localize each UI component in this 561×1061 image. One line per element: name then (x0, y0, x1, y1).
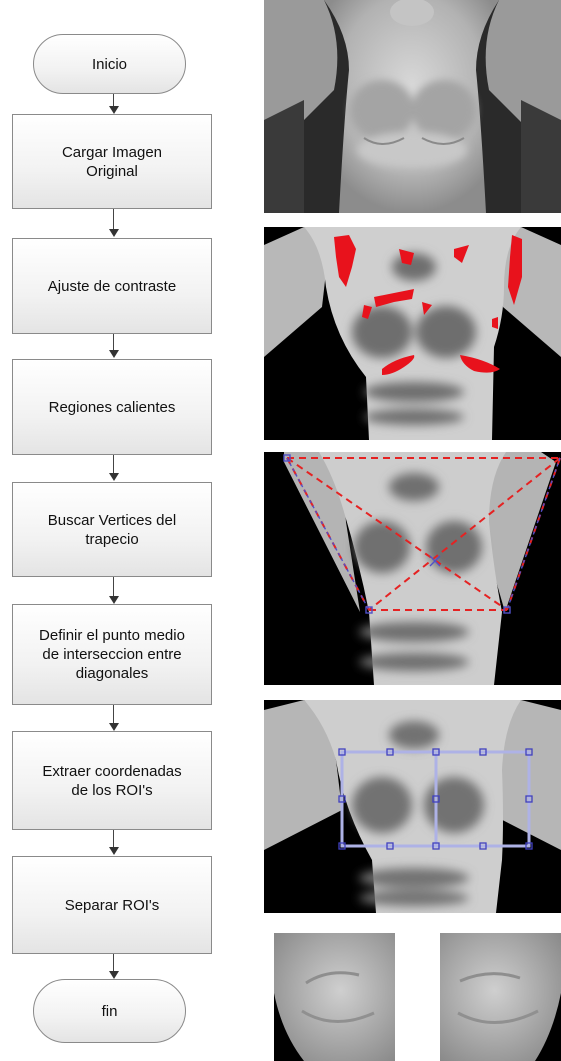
step-contrast: Ajuste de contraste (12, 238, 212, 334)
thermal-image-roi-boxes (264, 700, 561, 913)
arrow-down-icon (109, 106, 119, 114)
step-separate-roi: Separar ROI's (12, 856, 212, 954)
arrow-down-icon (109, 229, 119, 237)
thermal-image-original (264, 0, 561, 213)
roi-crop-left (274, 933, 395, 1061)
end-label: fin (98, 1002, 122, 1021)
step-find-vertices: Buscar Vertices del trapecio (12, 482, 212, 577)
step-label: Regiones calientes (45, 398, 180, 417)
arrow-down-icon (109, 847, 119, 855)
step-label: Ajuste de contraste (44, 277, 180, 296)
end-node: fin (33, 979, 186, 1043)
start-node: Inicio (33, 34, 186, 94)
arrow-down-icon (109, 723, 119, 731)
step-label: Separar ROI's (61, 896, 164, 915)
step-load-image: Cargar Imagen Original (12, 114, 212, 209)
step-midpoint: Definir el punto medio de interseccion e… (12, 604, 212, 705)
thermal-image-trapezoid (264, 452, 561, 685)
arrow-down-icon (109, 596, 119, 604)
start-label: Inicio (88, 55, 131, 74)
roi-crop-right (440, 933, 561, 1061)
step-label: Extraer coordenadas de los ROI's (38, 762, 186, 800)
arrow-down-icon (109, 971, 119, 979)
step-label: Definir el punto medio de interseccion e… (33, 626, 191, 683)
step-label: Buscar Vertices del trapecio (16, 511, 209, 549)
step-hot-regions: Regiones calientes (12, 359, 212, 455)
step-extract-roi: Extraer coordenadas de los ROI's (12, 731, 212, 830)
arrow-down-icon (109, 350, 119, 358)
arrow-down-icon (109, 473, 119, 481)
step-label: Cargar Imagen Original (38, 143, 186, 181)
thermal-image-contrast (264, 227, 561, 440)
